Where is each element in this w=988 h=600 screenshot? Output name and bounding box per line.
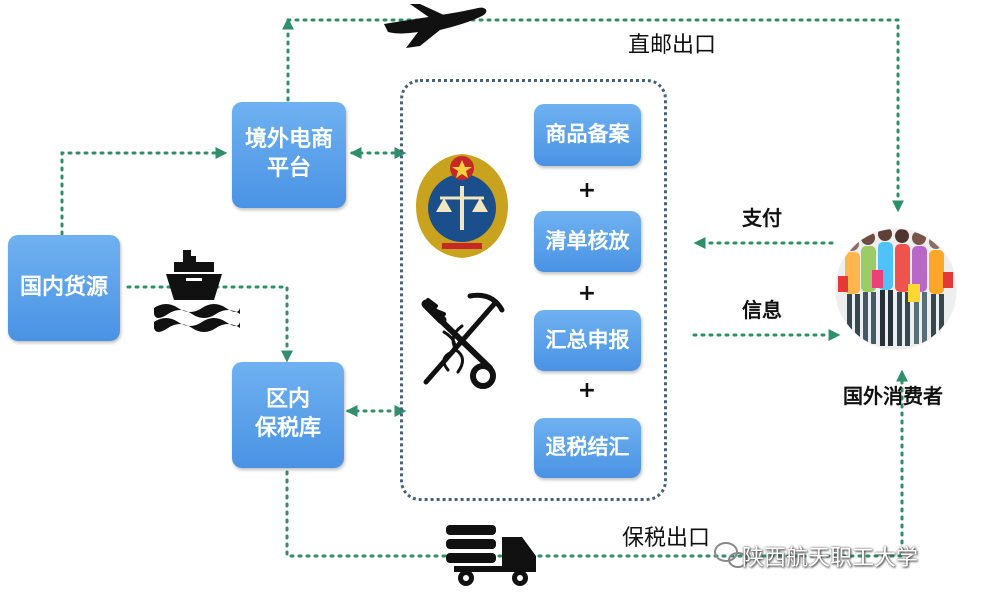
step-separator: +: [577, 178, 597, 203]
consumers-label: 国外消费者: [843, 384, 943, 408]
arrow-direct-mail: [286, 18, 904, 213]
arrow-bonded-export: [285, 369, 908, 558]
step-separator: +: [577, 281, 597, 306]
shoppers-icon: [835, 228, 957, 350]
customs-frame: [400, 79, 667, 501]
ship-icon: [154, 250, 240, 332]
arrow-source-to-warehouse: [126, 285, 293, 363]
step-tax-refund-settlement: 退税结汇: [534, 418, 641, 478]
arrow-source-to-platform: [60, 147, 228, 236]
overseas-platform-line-1: 境外电商: [244, 127, 333, 153]
wechat-icon: [714, 542, 748, 568]
truck-icon: [446, 525, 536, 586]
overseas-platform-box: 境外电商 平台: [232, 102, 346, 208]
bonded-warehouse-line-1: 区内: [265, 387, 310, 413]
information-label: 信息: [742, 298, 782, 322]
customs-emblem-icon: [416, 154, 508, 258]
route-bonded-label: 保税出口: [622, 526, 711, 551]
step-product-filing: 商品备案: [534, 104, 641, 166]
overseas-platform-line-2: 平台: [266, 156, 311, 181]
domestic-source-label: 国内货源: [19, 274, 108, 300]
step-separator: +: [577, 378, 597, 403]
step-list-clearance: 清单核放: [534, 211, 641, 272]
customs-key-icon: [421, 292, 505, 389]
airplane-icon: [384, 4, 487, 48]
watermark: 陕西航天职工大学: [742, 546, 919, 571]
route-direct-mail-label: 直邮出口: [628, 33, 717, 58]
domestic-source-box: 国内货源: [8, 235, 120, 341]
step-summary-declaration: 汇总申报: [534, 310, 641, 371]
bonded-warehouse-box: 区内 保税库: [232, 362, 344, 468]
payment-label: 支付: [742, 206, 782, 230]
bonded-warehouse-line-2: 保税库: [254, 416, 321, 441]
